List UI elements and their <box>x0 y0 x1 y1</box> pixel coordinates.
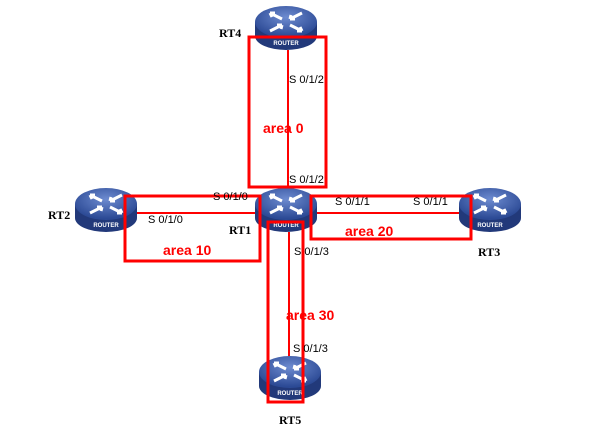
area-10-label: area 10 <box>163 242 211 258</box>
area-20-box <box>309 194 473 241</box>
router-name-rt5: RT5 <box>279 413 301 427</box>
router-badge: ROUTER <box>277 391 303 397</box>
router-badge: ROUTER <box>477 223 503 229</box>
router-rt3[interactable]: ROUTER <box>457 186 523 234</box>
router-badge: ROUTER <box>273 223 299 229</box>
interface-label: S 0/1/2 <box>289 74 324 86</box>
router-name-rt1: RT1 <box>229 223 251 237</box>
area-30-box <box>266 220 305 404</box>
router-name-rt3: RT3 <box>478 245 500 259</box>
router-rt2[interactable]: ROUTER <box>73 186 139 234</box>
interface-label: S 0/1/0 <box>148 214 183 226</box>
interface-label: S 0/1/0 <box>213 191 248 203</box>
router-name-rt4: RT4 <box>219 26 241 40</box>
router-badge: ROUTER <box>273 41 299 47</box>
area-10-box <box>123 194 262 263</box>
router-rt1[interactable]: ROUTER <box>253 186 319 234</box>
router-badge: ROUTER <box>93 223 119 229</box>
interface-label: S 0/1/3 <box>293 343 328 355</box>
area-0-label: area 0 <box>263 120 304 136</box>
router-rt4[interactable]: ROUTER <box>253 4 319 52</box>
interface-label: S 0/1/3 <box>294 246 329 258</box>
interface-label: S 0/1/1 <box>413 196 448 208</box>
interface-label: S 0/1/1 <box>335 196 370 208</box>
area-20-label: area 20 <box>345 223 393 239</box>
interface-label: S 0/1/2 <box>289 174 324 186</box>
area-30-label: area 30 <box>286 307 334 323</box>
area-0-box <box>247 35 328 189</box>
router-name-rt2: RT2 <box>48 208 70 222</box>
router-rt5[interactable]: ROUTER <box>257 354 323 402</box>
